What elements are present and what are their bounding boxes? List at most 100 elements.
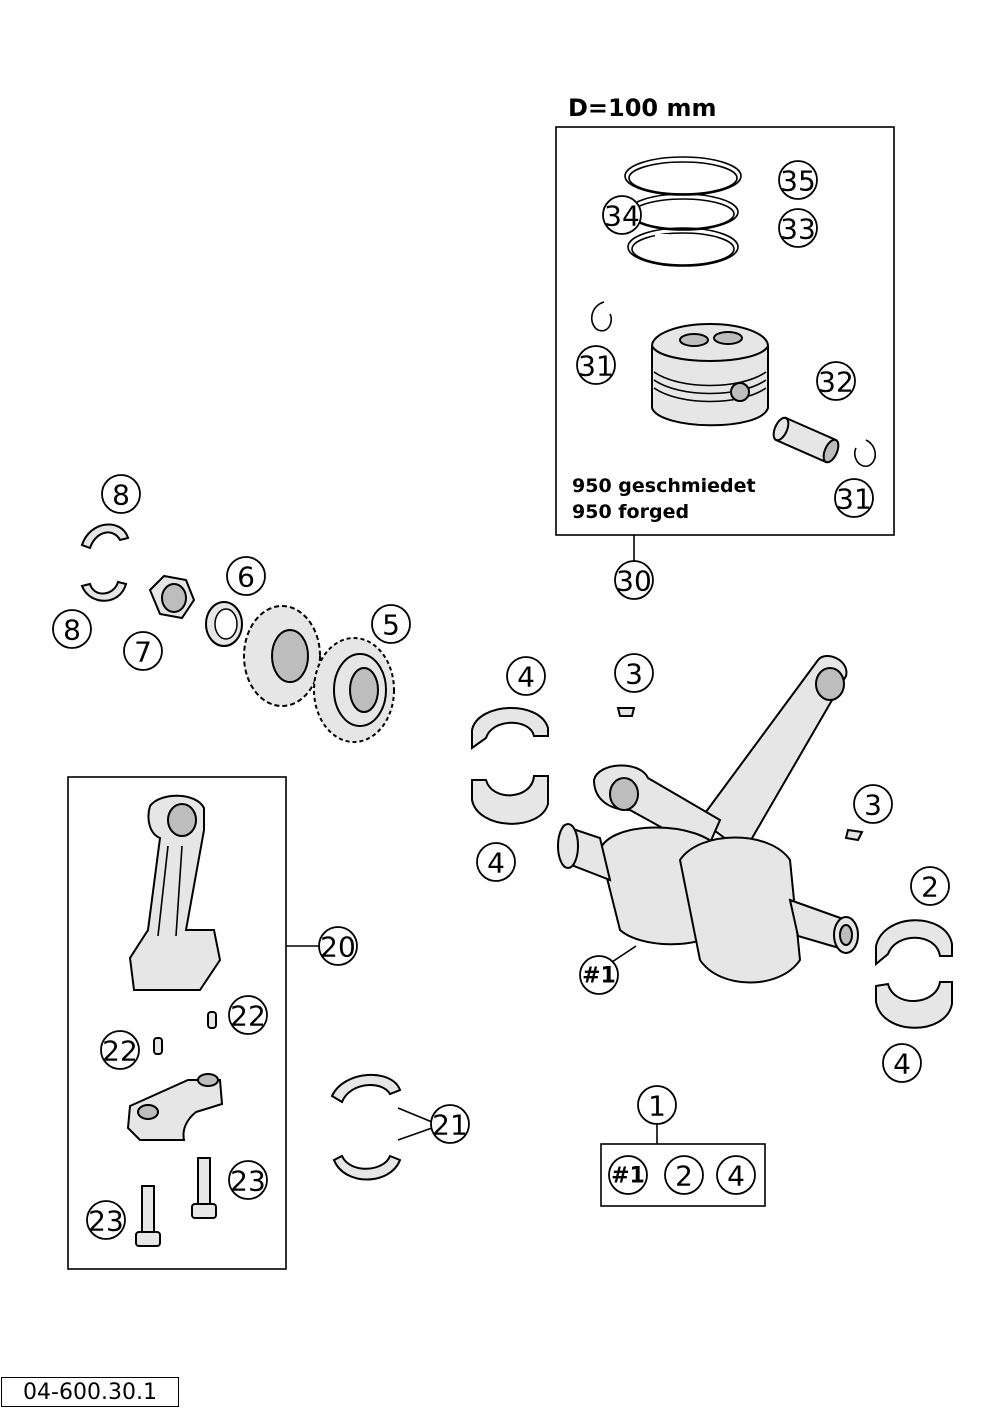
callout-label: 4: [487, 847, 505, 880]
connecting-rod: [128, 794, 222, 991]
piston-kit-heading: D=100 mm: [568, 94, 717, 122]
callout-c21: 21: [430, 1104, 470, 1144]
drawing-number: 04-600.30.1: [1, 1377, 179, 1407]
callout-c35: 35: [778, 160, 818, 200]
callout-circle: [101, 474, 141, 514]
callout-label: 22: [230, 1000, 266, 1033]
circlip-right: [853, 439, 877, 467]
callout-c32: 32: [816, 361, 856, 401]
callout-label: 21: [432, 1109, 468, 1142]
callout-c7: 7: [123, 631, 163, 671]
callout-circle: [430, 1104, 470, 1144]
callout-circle: [506, 656, 546, 696]
callout-label: 3: [625, 658, 643, 691]
callout-label: 23: [230, 1165, 266, 1198]
callout-circle: [637, 1085, 677, 1125]
callout-set2: 2: [664, 1155, 704, 1195]
callout-c33: 33: [778, 208, 818, 248]
callout-c4a: 4: [506, 656, 546, 696]
callout-label: 3: [864, 789, 882, 822]
conrod-bolt-left: [135, 1185, 161, 1247]
callout-label: 34: [604, 200, 640, 233]
callout-label: 32: [818, 366, 854, 399]
callout-set4: 4: [716, 1155, 756, 1195]
callout-circle: [910, 866, 950, 906]
callout-circle: [664, 1155, 704, 1195]
callout-circle: [371, 604, 411, 644]
callout-c3b: 3: [853, 784, 893, 824]
callout-label: 5: [382, 609, 400, 642]
callout-c6: 6: [226, 556, 266, 596]
main-bearing-4-right-lower: [875, 981, 953, 1029]
main-bearing-4-upper: [471, 707, 549, 750]
callout-circle: [602, 195, 642, 235]
callout-circle: [318, 926, 358, 966]
bearing-shell-21-lower: [332, 1154, 402, 1181]
bearing-shell-21-upper: [330, 1073, 402, 1104]
callout-c2: 2: [910, 866, 950, 906]
callout-label: 4: [893, 1048, 911, 1081]
woodruff-key-upper: [616, 707, 636, 717]
dowel-pin-upper: [207, 1011, 217, 1029]
piston: [651, 323, 769, 427]
callout-label: 22: [102, 1035, 138, 1068]
nut: [148, 574, 196, 620]
conrod-cap: [126, 1073, 224, 1141]
callout-set1: #1: [608, 1155, 648, 1195]
woodruff-key-right: [844, 828, 864, 842]
callout-label: 8: [63, 614, 81, 647]
callout-label: 2: [675, 1160, 693, 1193]
callout-label: 8: [112, 479, 130, 512]
callout-circle: [86, 1200, 126, 1240]
callout-label: #1: [611, 1164, 645, 1189]
washer: [205, 601, 243, 647]
callout-c23b: 23: [86, 1200, 126, 1240]
callout-label: 30: [616, 565, 652, 598]
callout-label: 31: [578, 350, 614, 383]
circlip-left: [591, 301, 613, 332]
callout-c8b: 8: [52, 609, 92, 649]
callout-circle: [579, 955, 619, 995]
bearing-shell-8-upper: [80, 523, 130, 550]
callout-label: 4: [517, 661, 535, 694]
callout-circle: [834, 478, 874, 518]
callout-c8a: 8: [101, 474, 141, 514]
main-bearing-4-lower: [471, 775, 549, 825]
callout-circle: [614, 560, 654, 600]
callout-label: 4: [727, 1160, 745, 1193]
callout-circle: [608, 1155, 648, 1195]
dowel-pin-lower: [153, 1037, 163, 1055]
callout-circle: [778, 208, 818, 248]
note-forged-de: 950 geschmiedet: [572, 475, 756, 497]
callout-c23a: 23: [228, 1160, 268, 1200]
callout-label: 33: [780, 213, 816, 246]
conrod-kit-frame: [67, 776, 287, 1270]
callout-label: 1: [648, 1090, 666, 1123]
callout-circle: [123, 631, 163, 671]
piston-kit-frame: [555, 126, 895, 536]
callout-circle: [228, 995, 268, 1035]
sprocket-wheel: [243, 605, 321, 707]
callout-circle: [576, 345, 616, 385]
conrod-bolt-right: [191, 1157, 217, 1219]
callout-c22b: 22: [100, 1030, 140, 1070]
piston-pin: [772, 416, 840, 464]
set-1-frame: [600, 1143, 766, 1207]
callout-c31b: 31: [834, 478, 874, 518]
callout-circle: [716, 1155, 756, 1195]
callout-c4b: 4: [476, 842, 516, 882]
callout-circle: [778, 160, 818, 200]
callout-c1: 1: [637, 1085, 677, 1125]
callout-c4c: 4: [882, 1043, 922, 1083]
callout-c3a: 3: [614, 653, 654, 693]
callout-c22a: 22: [228, 995, 268, 1035]
callout-c5: 5: [371, 604, 411, 644]
callout-circle: [816, 361, 856, 401]
callout-c30: 30: [614, 560, 654, 600]
callout-circle: [614, 653, 654, 693]
callout-label: 35: [780, 165, 816, 198]
callout-circle: [228, 1160, 268, 1200]
callout-label: #1: [582, 964, 616, 989]
callout-circle: [853, 784, 893, 824]
